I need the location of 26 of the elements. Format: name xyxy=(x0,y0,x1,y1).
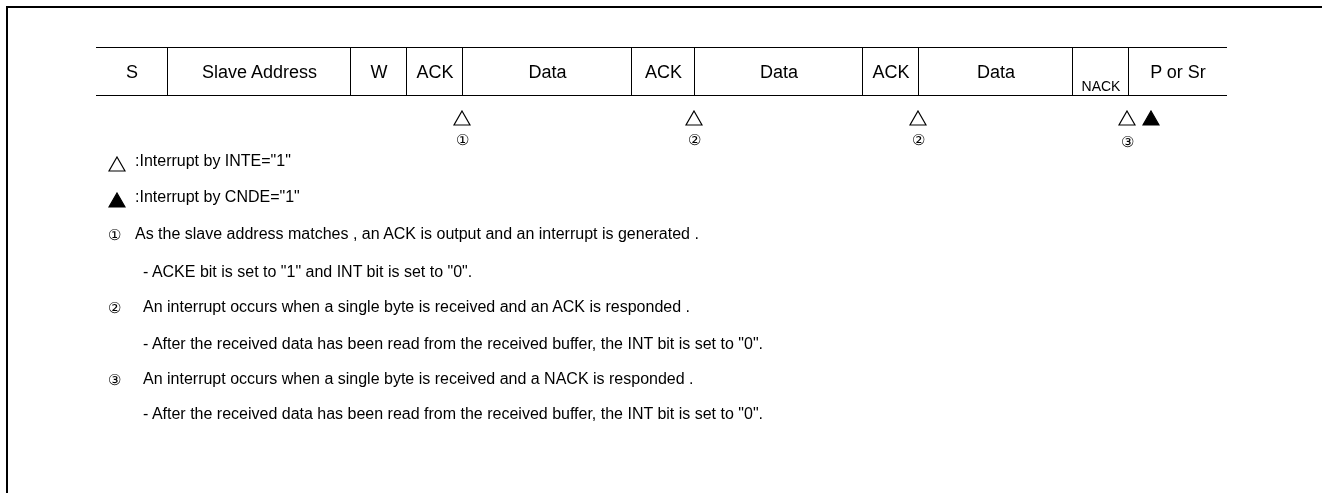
bit-field: W xyxy=(350,47,407,96)
bit-field: S xyxy=(96,47,168,96)
bit-field: NACK xyxy=(1072,47,1129,96)
note-text: - After the received data has been read from the received buffer, the INT bit is set to "0". xyxy=(143,336,763,352)
callout-number: ② xyxy=(108,300,121,315)
callout-number: ③ xyxy=(1120,134,1134,149)
callout-number: ② xyxy=(687,132,701,147)
legend-text: :Interrupt by INTE="1" xyxy=(135,153,291,169)
bit-field: ACK xyxy=(631,47,695,96)
note-text: - ACKE bit is set to "1" and INT bit is set to "0". xyxy=(143,264,473,280)
bit-field: Data xyxy=(918,47,1073,96)
bit-field: Slave Address xyxy=(167,47,351,96)
note-text: - After the received data has been read from the received buffer, the INT bit is set to "0". xyxy=(143,406,763,422)
bit-field: ACK xyxy=(406,47,463,96)
bit-field: P or Sr xyxy=(1128,47,1227,96)
note-text: An interrupt occurs when a single byte is received and an ACK is responded . xyxy=(143,299,690,315)
callout-number: ① xyxy=(455,132,469,147)
legend-text: :Interrupt by CNDE="1" xyxy=(135,189,300,205)
bit-field: Data xyxy=(462,47,632,96)
note-text: An interrupt occurs when a single byte is received and a NACK is responded . xyxy=(143,371,694,387)
note-text: As the slave address matches , an ACK is output and an interrupt is generated . xyxy=(135,226,699,242)
bit-field: Data xyxy=(694,47,863,96)
callout-number: ② xyxy=(911,132,925,147)
bit-field: ACK xyxy=(862,47,919,96)
callout-number: ③ xyxy=(108,372,121,387)
callout-number: ① xyxy=(108,227,121,242)
